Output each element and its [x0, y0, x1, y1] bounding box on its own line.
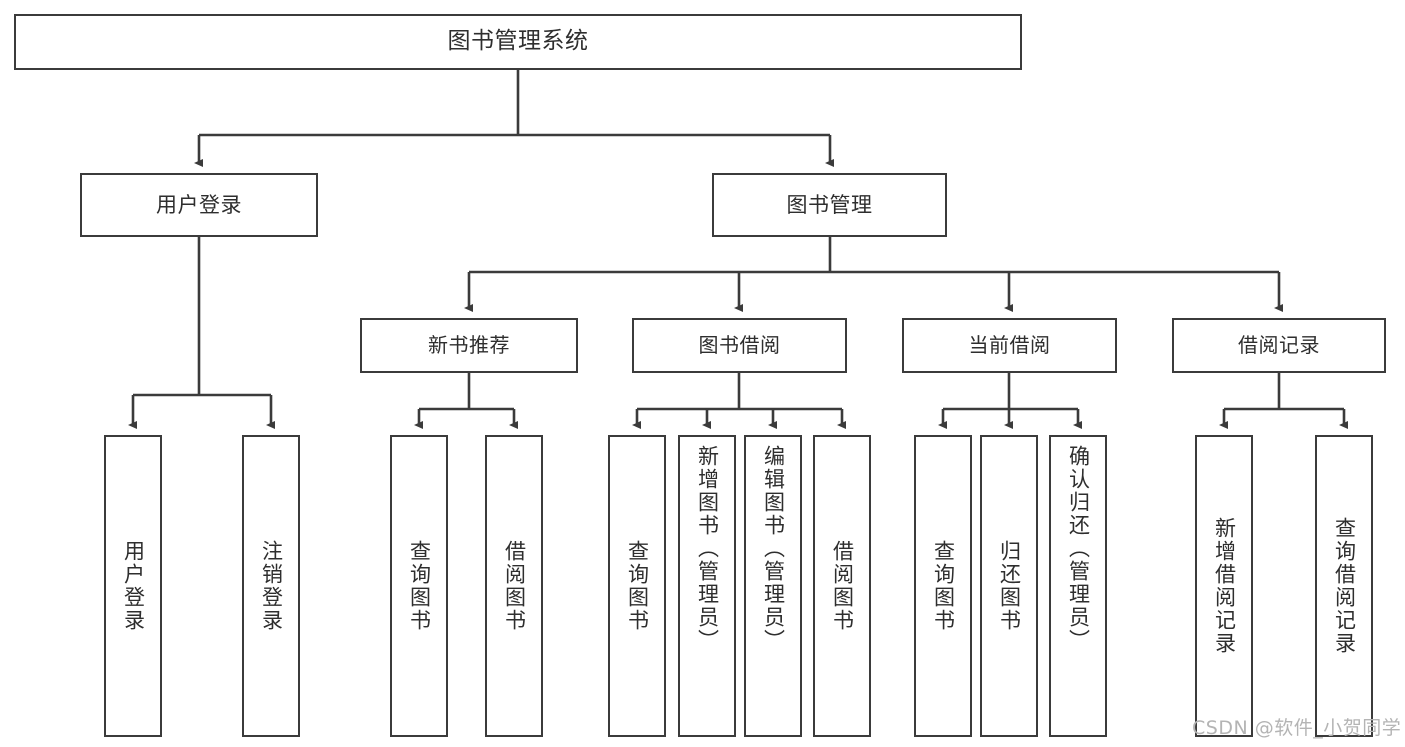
node-label: 当前借阅: [968, 332, 1051, 357]
node-label: 图书借阅: [698, 332, 781, 357]
node-root-system[interactable]: 图书管理系统: [14, 14, 1022, 70]
node-label: 借阅图书: [502, 540, 527, 632]
leaf-query-borrow-record[interactable]: 查询借阅记录: [1315, 435, 1373, 737]
node-label: 查询图书: [625, 540, 650, 632]
leaf-borrow-book[interactable]: 借阅图书: [813, 435, 871, 737]
node-book-manage[interactable]: 图书管理: [712, 173, 947, 237]
leaf-borrow-book-recommend[interactable]: 借阅图书: [485, 435, 543, 737]
node-label: 编辑图书（管理员）: [761, 445, 786, 652]
leaf-query-book-current[interactable]: 查询图书: [914, 435, 972, 737]
node-label: 借阅记录: [1238, 332, 1320, 357]
leaf-return-book[interactable]: 归还图书: [980, 435, 1038, 737]
leaf-user-login[interactable]: 用户登录: [104, 435, 162, 737]
leaf-confirm-return[interactable]: 确认归还（管理员）: [1049, 435, 1107, 737]
leaf-query-book-recommend[interactable]: 查询图书: [390, 435, 448, 737]
node-label: 借阅图书: [830, 540, 855, 632]
node-label: 用户登录: [121, 540, 146, 632]
leaf-logout[interactable]: 注销登录: [242, 435, 300, 737]
node-label: 查询图书: [931, 540, 956, 632]
node-label: 查询图书: [407, 540, 432, 632]
node-label: 图书管理系统: [447, 28, 589, 55]
leaf-query-book-borrow[interactable]: 查询图书: [608, 435, 666, 737]
node-label: 注销登录: [259, 540, 284, 632]
node-label: 用户登录: [156, 192, 242, 217]
node-label: 新增图书（管理员）: [695, 445, 720, 652]
node-book-borrow[interactable]: 图书借阅: [632, 318, 847, 373]
node-label: 图书管理: [786, 192, 873, 217]
node-label: 归还图书: [997, 540, 1022, 632]
leaf-edit-book[interactable]: 编辑图书（管理员）: [744, 435, 802, 737]
node-label: 查询借阅记录: [1332, 517, 1357, 655]
leaf-add-book[interactable]: 新增图书（管理员）: [678, 435, 736, 737]
node-user-login[interactable]: 用户登录: [80, 173, 318, 237]
node-new-book-recommend[interactable]: 新书推荐: [360, 318, 578, 373]
node-current-borrow[interactable]: 当前借阅: [902, 318, 1117, 373]
node-borrow-record[interactable]: 借阅记录: [1172, 318, 1386, 373]
node-label: 新书推荐: [428, 332, 510, 357]
leaf-add-borrow-record[interactable]: 新增借阅记录: [1195, 435, 1253, 737]
node-label: 确认归还（管理员）: [1066, 445, 1091, 652]
node-label: 新增借阅记录: [1212, 517, 1237, 655]
csdn-watermark: CSDN @软件_小贺同学: [1192, 717, 1402, 739]
